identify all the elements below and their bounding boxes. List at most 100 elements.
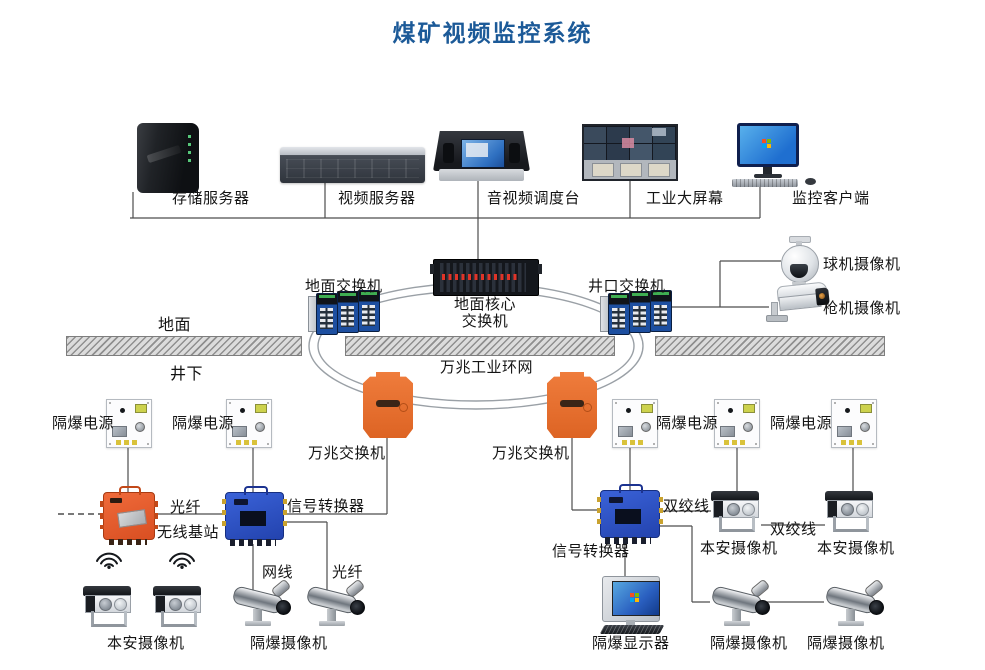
nas-led-strip [188, 135, 191, 165]
intrinsically-safe-camera-label: 本安摄像机 [817, 541, 895, 557]
divider-bar-left [66, 336, 302, 356]
video-server-device [280, 147, 425, 183]
twisted-pair-label: 双绞线 [663, 499, 710, 515]
core-switch-label-line2: 交换机 [461, 314, 509, 330]
pbox-knob [860, 422, 870, 432]
ccam-base [838, 621, 864, 626]
pbox-panel [837, 426, 852, 437]
underground-label: 井下 [170, 366, 204, 383]
bcam-cap [153, 586, 201, 596]
video-server-label: 视频服务器 [338, 191, 416, 207]
windows-logo-icon [762, 139, 766, 143]
bcam-face [85, 595, 131, 613]
intrinsically-safe-camera-label: 本安摄像机 [700, 541, 778, 557]
intrinsically-safe-camera-device [83, 586, 133, 627]
pbox-knob [255, 422, 265, 432]
pc-screen [740, 126, 796, 164]
surface-label: 地面 [158, 317, 192, 334]
handset-left-icon [443, 143, 454, 163]
flameproof-power-label: 隔爆电源 [656, 416, 719, 432]
pbox-screws [229, 402, 231, 404]
bconv-screen [240, 511, 266, 526]
camera-led-icon [184, 598, 197, 611]
din-switch-unit [650, 290, 672, 332]
videowall-patch-light [652, 128, 666, 136]
ten-gig-switch-right-device [547, 372, 597, 438]
rbase-ports [109, 539, 147, 545]
pc-mouse [805, 178, 816, 185]
bcam-cap [83, 586, 131, 596]
flameproof-power-device [831, 399, 877, 448]
camera-lens-icon [276, 600, 291, 615]
signal-converter-left-label: 信号转换器 [287, 499, 365, 515]
pbox-panel [112, 426, 127, 437]
bcam-bracket [719, 516, 755, 532]
bconv-slot [234, 499, 248, 505]
flameproof-camera-device [305, 578, 367, 629]
wireless-base-station-label: 无线基站 [157, 525, 220, 541]
camera-lens-icon [350, 600, 365, 615]
av-dispatch-console-label: 音视频调度台 [487, 191, 581, 207]
wireless-base-station-device [100, 486, 158, 545]
network-cable-label: 网线 [262, 565, 294, 581]
ccam-mount [732, 609, 741, 621]
pbox-chip [255, 404, 267, 413]
signal-converter-right-device [597, 484, 663, 544]
din-switch-unit [358, 290, 380, 332]
ccam-base [319, 621, 345, 626]
bullet-foot [766, 315, 788, 322]
din-switch-unit [629, 291, 651, 333]
dome-camera-device [777, 236, 821, 290]
flameproof-display-label: 隔爆显示器 [592, 636, 670, 652]
pbox-terminals [116, 440, 138, 445]
desk-screen [592, 163, 614, 177]
bcam-face [713, 500, 759, 518]
pbox-knob [641, 422, 651, 432]
flameproof-camera-label: 隔爆摄像机 [807, 636, 885, 652]
rbase-plate [117, 509, 147, 528]
pbox-panel [618, 426, 633, 437]
intrinsically-safe-camera-label: 本安摄像机 [107, 636, 185, 652]
flameproof-camera-device [824, 578, 886, 629]
core-switch-label-line1: 地面核心 [453, 297, 516, 313]
windows-logo-icon [630, 593, 634, 597]
ccam-base [245, 621, 271, 626]
ten-gig-switch-left-device [363, 372, 413, 438]
ground-switch-label: 地面交换机 [305, 279, 383, 295]
bconv-handle [244, 486, 268, 495]
pbox-screws [834, 402, 836, 404]
rbase-slot [110, 498, 122, 503]
signal-converter-left-device [222, 486, 287, 546]
flameproof-camera-device [231, 578, 293, 629]
bullet-camera-device [766, 281, 833, 324]
bullet-camera-label: 枪机摄像机 [823, 301, 901, 317]
rack-ear-left [430, 264, 434, 274]
flameproof-power-device [106, 399, 152, 448]
osw-mark [399, 403, 408, 412]
flameproof-power-label: 隔爆电源 [52, 416, 115, 432]
bconv-screen [615, 509, 641, 524]
bcam-bracket [161, 611, 197, 627]
pbox-dot [728, 408, 733, 413]
camera-lens-icon [99, 598, 112, 611]
core-switch-device [430, 259, 542, 296]
pbox-chip [860, 404, 872, 413]
fpd-frame [602, 576, 660, 622]
pc-foot [754, 174, 782, 178]
ten-gig-switch-left-label: 万兆交换机 [308, 446, 386, 462]
core-red-leds [442, 274, 520, 280]
nas-logo [146, 144, 182, 164]
monitor-client-device [732, 123, 817, 189]
pbox-terminals [724, 440, 746, 445]
bconv-ports [605, 537, 651, 544]
din-switch-unit [337, 291, 359, 333]
wifi-icon [169, 552, 195, 569]
pbox-chip [743, 404, 755, 413]
wellhead-switch-label: 井口交换机 [588, 279, 666, 295]
divider-bar-middle [345, 336, 615, 356]
camera-led-icon [742, 503, 755, 516]
storage-server-device [137, 123, 199, 193]
intrinsically-safe-camera-device [711, 491, 761, 532]
camera-lens-icon [169, 598, 182, 611]
